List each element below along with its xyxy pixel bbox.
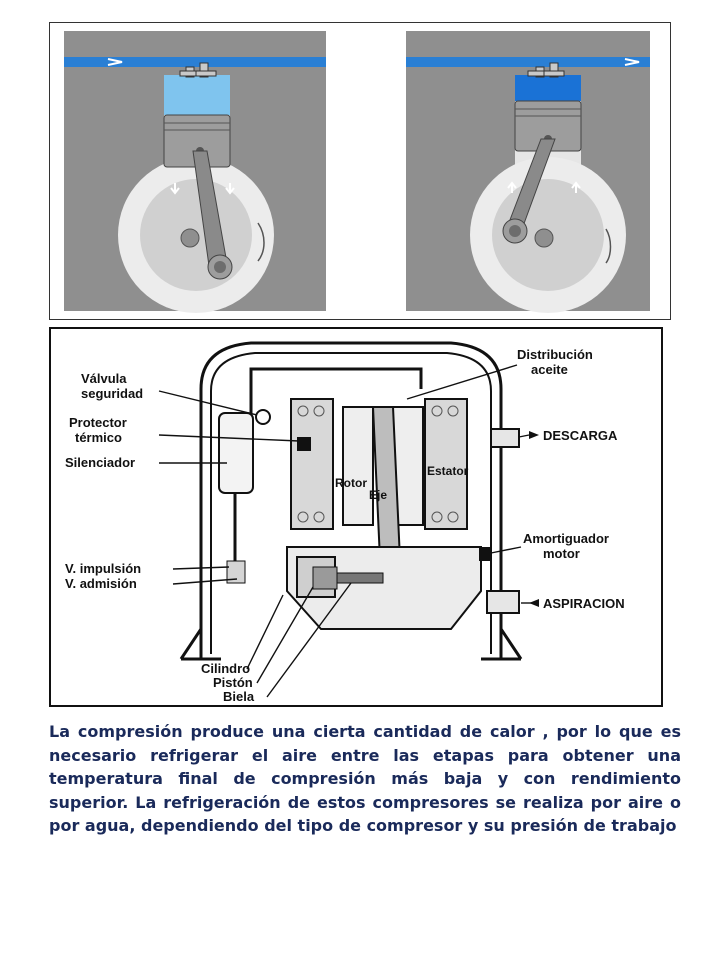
label-protector-termico-2: térmico xyxy=(75,430,122,445)
up-arrow-icon xyxy=(507,181,517,193)
stator-left xyxy=(290,398,334,530)
label-valvula-seguridad-2: seguridad xyxy=(81,386,143,401)
air-flow-arrow xyxy=(107,58,123,66)
suction-fitting xyxy=(486,590,520,614)
motor-mount xyxy=(479,547,491,561)
exhaust-valve xyxy=(199,62,209,78)
piston-diagram-panel xyxy=(49,22,671,320)
label-silenciador: Silenciador xyxy=(65,455,135,470)
label-biela: Biela xyxy=(223,689,255,704)
label-descarga: DESCARGA xyxy=(543,428,618,443)
label-rotor: Rotor xyxy=(335,476,367,490)
air-duct xyxy=(406,57,650,67)
piston-compression-stroke xyxy=(406,31,650,313)
down-arrow-icon xyxy=(170,183,180,195)
caption-paragraph: La compresión produce una cierta cantida… xyxy=(49,722,681,835)
label-cilindro: Cilindro xyxy=(201,661,250,676)
label-estator: Estator xyxy=(427,464,469,478)
label-piston: Pistón xyxy=(213,675,253,690)
label-eje: Eje xyxy=(369,488,387,502)
crank-center xyxy=(180,228,200,248)
discharge-fitting xyxy=(490,428,520,448)
air-duct xyxy=(64,57,326,67)
label-distribucion-aceite-2: aceite xyxy=(531,362,568,377)
compression-chamber-air xyxy=(515,75,581,101)
piston-diagram xyxy=(64,31,650,313)
down-arrow-icon xyxy=(225,183,235,195)
stator-right xyxy=(424,398,468,530)
label-aspiracion: ASPIRACION xyxy=(543,596,625,611)
valve-block xyxy=(226,560,246,584)
compressor-diagram: Válvula seguridad Protector térmico Sile… xyxy=(65,341,625,704)
label-protector-termico-1: Protector xyxy=(69,415,127,430)
label-amortiguador-1: Amortiguador xyxy=(523,531,609,546)
label-v-admision: V. admisión xyxy=(65,576,137,591)
arrow-icon xyxy=(529,599,539,607)
safety-valve xyxy=(255,409,271,425)
crank-center xyxy=(534,228,554,248)
connecting-rod-part xyxy=(336,572,384,584)
exhaust-valve xyxy=(549,62,559,78)
rotation-arrow-icon xyxy=(257,222,265,262)
air-flow-arrow xyxy=(624,58,640,66)
muffler xyxy=(218,412,254,494)
label-amortiguador-2: motor xyxy=(543,546,580,561)
up-arrow-icon xyxy=(571,181,581,193)
compression-chamber-air xyxy=(164,75,230,115)
compressor-cutaway-panel: Válvula seguridad Protector térmico Sile… xyxy=(49,327,663,707)
label-valvula-seguridad-1: Válvula xyxy=(81,371,127,386)
discharge-line xyxy=(249,367,423,414)
thermal-protector xyxy=(297,437,311,451)
piston-part xyxy=(312,566,338,590)
shell-feet xyxy=(179,628,523,661)
rotation-arrow-icon xyxy=(605,228,612,264)
arrow-icon xyxy=(529,431,539,439)
rotor xyxy=(342,406,374,526)
piston-intake-stroke xyxy=(64,31,326,313)
label-distribucion-aceite-1: Distribución xyxy=(517,347,593,362)
label-v-impulsion: V. impulsión xyxy=(65,561,141,576)
